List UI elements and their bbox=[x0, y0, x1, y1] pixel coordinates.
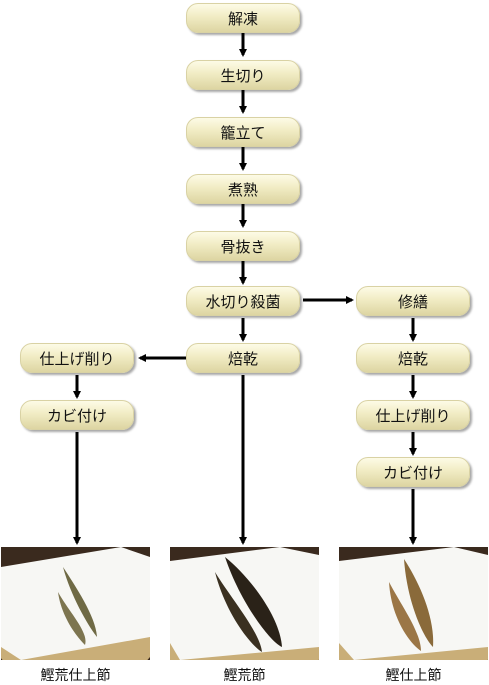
step-right-repair: 修繕 bbox=[356, 286, 470, 316]
step-right-finish-shaving: 仕上げ削り bbox=[356, 400, 470, 430]
step-label: 生切り bbox=[220, 66, 266, 85]
caption-shiage-bushi: 鰹仕上節 bbox=[385, 668, 442, 684]
step-label: カビ付け bbox=[382, 463, 443, 482]
caption-ara-bushi: 鰹荒節 bbox=[223, 668, 266, 684]
step-label: 仕上げ削り bbox=[39, 349, 115, 368]
step-label: 焙乾 bbox=[397, 349, 428, 368]
caption-ara-shiage-bushi: 鰹荒仕上節 bbox=[40, 668, 111, 684]
step-left-mold: カビ付け bbox=[20, 400, 134, 430]
step-left-finish-shaving: 仕上げ削り bbox=[20, 343, 134, 373]
step-right-smoke-drying: 焙乾 bbox=[356, 343, 470, 373]
step-label: 焙乾 bbox=[227, 349, 258, 368]
step-thawing: 解凍 bbox=[186, 3, 300, 33]
step-drain-sterilize: 水切り殺菌 bbox=[186, 286, 300, 316]
step-label: 煮熟 bbox=[227, 180, 258, 199]
step-smoke-drying: 焙乾 bbox=[186, 343, 300, 373]
step-deboning: 骨抜き bbox=[186, 231, 300, 261]
step-label: カビ付け bbox=[46, 406, 107, 425]
step-label: 籠立て bbox=[220, 123, 266, 142]
photo-ara-bushi bbox=[170, 547, 319, 660]
step-label: 水切り殺菌 bbox=[205, 292, 281, 311]
photo-shiage-bushi bbox=[339, 547, 488, 660]
photo-ara-shiage-bushi bbox=[1, 547, 150, 660]
step-right-mold: カビ付け bbox=[356, 457, 470, 487]
step-basket-setting: 籠立て bbox=[186, 117, 300, 147]
step-boiling: 煮熟 bbox=[186, 174, 300, 204]
step-label: 解凍 bbox=[227, 9, 258, 28]
step-label: 修繕 bbox=[397, 292, 428, 311]
step-label: 仕上げ削り bbox=[375, 406, 451, 425]
step-raw-cutting: 生切り bbox=[186, 60, 300, 90]
step-label: 骨抜き bbox=[220, 237, 266, 256]
